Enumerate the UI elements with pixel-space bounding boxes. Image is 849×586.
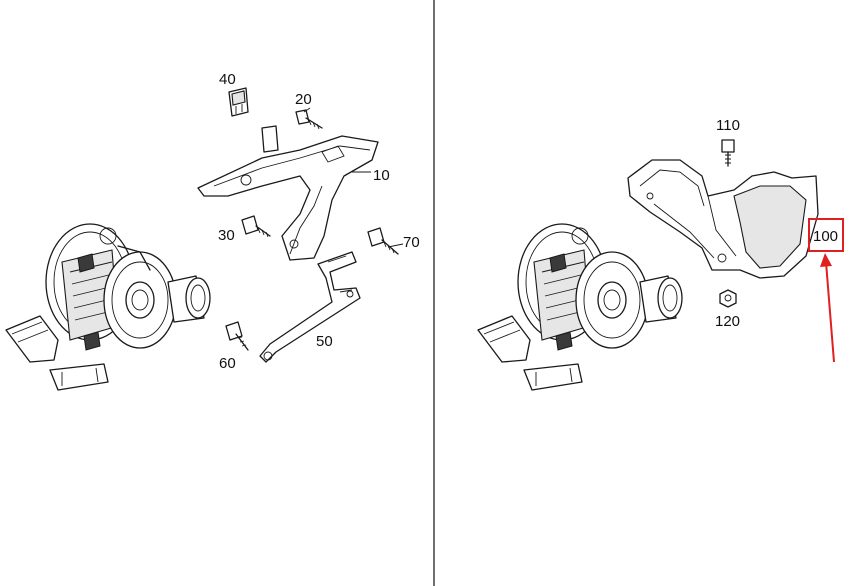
- callout-30: 30: [218, 227, 235, 244]
- part-clip-40: [228, 87, 249, 117]
- callout-70: 70: [403, 234, 420, 251]
- callout-20: 20: [295, 91, 312, 108]
- turbocharger-right: [477, 223, 683, 391]
- part-bolt-70: [367, 227, 399, 255]
- part-heat-shield-10: [197, 125, 379, 261]
- callout-100-highlight-box: [808, 218, 844, 252]
- callout-50: 50: [316, 333, 333, 350]
- part-bolt-20: [295, 109, 323, 130]
- part-nut-120: [719, 289, 737, 308]
- part-bolt-110: [721, 139, 735, 167]
- highlight-arrow: [820, 253, 835, 363]
- part-bolt-30: [241, 215, 271, 238]
- turbocharger-left: [5, 223, 211, 391]
- callout-40: 40: [219, 71, 236, 88]
- callout-100: 100: [813, 228, 838, 245]
- callout-110: 110: [716, 117, 740, 134]
- part-bolt-60: [225, 321, 249, 351]
- right-panel: 110 120 100: [477, 117, 844, 391]
- callout-10: 10: [373, 167, 390, 184]
- callout-60: 60: [219, 355, 236, 372]
- left-panel: 40 20 10 30 70 60 50: [5, 71, 420, 391]
- part-heat-shield-100: [627, 159, 819, 279]
- part-support-bar-50: [259, 251, 361, 363]
- callout-120: 120: [715, 313, 740, 330]
